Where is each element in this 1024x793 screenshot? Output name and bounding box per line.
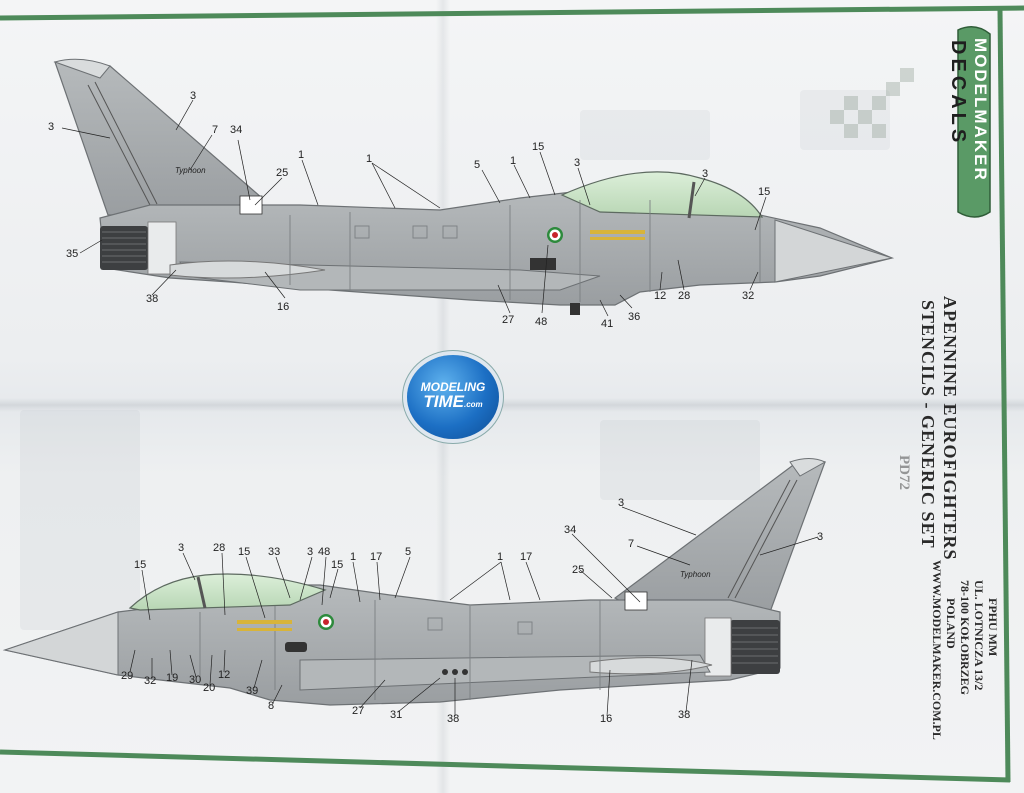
callout: 19 <box>166 672 178 684</box>
sheet-code: FPHU MM <box>986 598 1000 657</box>
top-engine-nozzle <box>100 226 148 270</box>
frame-bottom-edge <box>0 749 1011 783</box>
callout: 3 <box>574 157 580 169</box>
address-line-2: 78-100 KOŁOBRZEG <box>958 580 972 696</box>
callout: 15 <box>331 559 343 571</box>
callout: 3 <box>618 497 624 509</box>
top-callouts: 3 3 7 34 25 1 1 5 1 15 3 3 15 35 38 16 2… <box>48 90 770 330</box>
bleed-through-marking <box>20 410 140 630</box>
callout: 28 <box>213 542 225 554</box>
callout: 25 <box>276 167 288 179</box>
callout: 28 <box>678 290 690 302</box>
callout: 20 <box>203 682 215 694</box>
bottom-fuselage <box>2 584 781 706</box>
callout: 1 <box>510 155 516 167</box>
top-leader-lines <box>61 99 767 317</box>
top-fin-tip <box>53 58 111 79</box>
callout: 1 <box>350 551 356 563</box>
bottom-nose-cone <box>3 611 119 676</box>
paper-fold-horizontal <box>0 398 1024 412</box>
callout: 15 <box>134 559 146 571</box>
callout: 7 <box>212 124 218 136</box>
bleed-through-marking <box>800 90 890 150</box>
brand-logo-line1: MODELMAKER <box>971 38 990 182</box>
callout: 16 <box>277 301 289 313</box>
aircraft-bottom-view: Typhoon <box>2 458 827 706</box>
callout: 3 <box>178 542 184 554</box>
top-nose-cone <box>774 219 894 283</box>
callout: 32 <box>144 675 156 687</box>
callout: 38 <box>678 709 690 721</box>
callout: 16 <box>600 713 612 725</box>
catalog-number: PD72 <box>896 455 912 490</box>
sheet-subtitle: STENCILS - GENERIC SET <box>918 300 938 549</box>
callout: 12 <box>654 290 666 302</box>
brand-logo-line2: DECALS <box>947 40 969 147</box>
callout: 3 <box>48 121 54 133</box>
callout: 17 <box>370 551 382 563</box>
callout: 34 <box>230 124 242 136</box>
bottom-drop-tank <box>589 657 713 675</box>
checker-motif <box>830 68 914 138</box>
callout: 15 <box>532 141 544 153</box>
modeling-time-watermark: MODELING TIME.com <box>407 355 499 439</box>
address-line-1: UL. LOTNICZA 13/2 <box>972 580 986 691</box>
callout: 39 <box>246 685 258 697</box>
callout: 1 <box>298 149 304 161</box>
top-tail-text: Typhoon <box>175 166 206 175</box>
callout: 3 <box>190 90 196 102</box>
website: WWW.MODELMAKER.COM.PL <box>930 560 944 740</box>
bottom-tail-text: Typhoon <box>680 570 711 579</box>
top-canopy <box>560 171 764 218</box>
brand-logo-shape <box>957 26 991 218</box>
callout: 3 <box>307 546 313 558</box>
callout: 7 <box>628 538 634 550</box>
callout: 41 <box>601 318 613 330</box>
callout: 5 <box>474 159 480 171</box>
bleed-through-marking <box>600 420 760 500</box>
callout: 31 <box>390 709 402 721</box>
sheet-title: APENNINE EUROFIGHTERS <box>940 296 960 561</box>
callout: 48 <box>318 546 330 558</box>
aircraft-top-view: Typhoon <box>53 58 894 315</box>
callout: 8 <box>268 700 274 712</box>
callout: 15 <box>238 546 250 558</box>
bottom-callouts: 15 3 28 15 33 3 48 15 1 17 5 1 17 3 34 7… <box>121 497 823 725</box>
top-drop-tank <box>169 260 326 279</box>
callout: 5 <box>405 546 411 558</box>
frame-right-edge <box>997 9 1011 783</box>
callout: 27 <box>502 314 514 326</box>
watermark-line1: MODELING <box>420 380 486 394</box>
callout: 15 <box>758 186 770 198</box>
callout: 36 <box>628 311 640 323</box>
frame-top-edge <box>0 5 1024 21</box>
callout: 17 <box>520 551 532 563</box>
callout: 33 <box>268 546 280 558</box>
callout: 35 <box>66 248 78 260</box>
callout: 3 <box>702 168 708 180</box>
callout: 12 <box>218 669 230 681</box>
callout: 34 <box>564 524 576 536</box>
callout: 38 <box>146 293 158 305</box>
callout: 27 <box>352 705 364 717</box>
top-fin <box>54 61 263 216</box>
bottom-leader-lines <box>129 506 819 717</box>
callout: 32 <box>742 290 754 302</box>
callout: 29 <box>121 670 133 682</box>
callout: 48 <box>535 316 547 328</box>
watermark-line2: TIME.com <box>423 392 483 411</box>
callout: 25 <box>572 564 584 576</box>
callout: 1 <box>497 551 503 563</box>
callout: 1 <box>366 153 372 165</box>
callout: 30 <box>189 674 201 686</box>
bottom-fin <box>613 459 826 613</box>
bottom-engine-nozzle <box>730 620 780 674</box>
address-line-3: POLAND <box>944 598 958 649</box>
callout: 38 <box>447 713 459 725</box>
bleed-through-marking <box>580 110 710 160</box>
bottom-canopy <box>128 573 327 611</box>
callout: 3 <box>817 531 823 543</box>
